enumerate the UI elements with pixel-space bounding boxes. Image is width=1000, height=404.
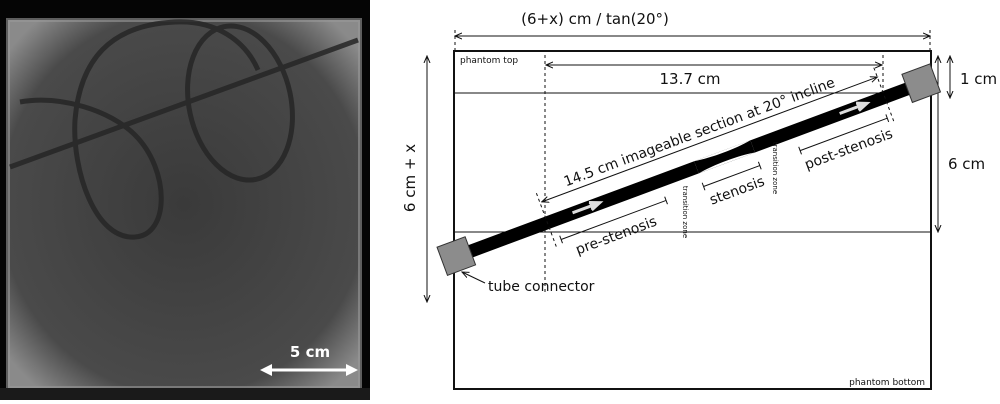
scale-bar: 5 cm [260, 343, 358, 376]
phantom-schematic: (6+x) cm / tan(20°) phantom top phantom … [401, 10, 997, 390]
xray-image: 5 cm [0, 18, 370, 400]
section-dimension-arrow [542, 77, 878, 202]
phantom-diagram: (6+x) cm / tan(20°) phantom top phantom … [370, 0, 1000, 400]
offset-label: 1 cm [960, 70, 997, 88]
stenosis-label: stenosis [708, 174, 767, 209]
stenosis-narrowing [694, 140, 755, 174]
height-label: 6 cm + x [401, 144, 419, 212]
scale-label: 5 cm [290, 343, 330, 361]
tube-shadow [9, 19, 359, 240]
left-tube-connector [436, 236, 477, 276]
phantom-top-label: phantom top [460, 56, 518, 66]
transition-zone-label-2: transition zone [771, 142, 779, 194]
phantom-bottom-label: phantom bottom [849, 378, 925, 388]
connector-callout-arrow [462, 272, 486, 284]
tube-connector-label: tube connector [488, 279, 595, 295]
phantom-shadow [8, 20, 360, 388]
band-label: 6 cm [948, 155, 985, 173]
pre-stenosis-label: pre-stenosis [574, 214, 660, 259]
inner-width-label: 13.7 cm [659, 70, 720, 88]
width-label: (6+x) cm / tan(20°) [521, 10, 669, 28]
phantom-outline [453, 50, 932, 390]
right-tube-connector [901, 63, 942, 104]
xray-image-panel: 5 cm [0, 0, 370, 400]
transition-zone-label-1: transition zone [681, 186, 689, 238]
